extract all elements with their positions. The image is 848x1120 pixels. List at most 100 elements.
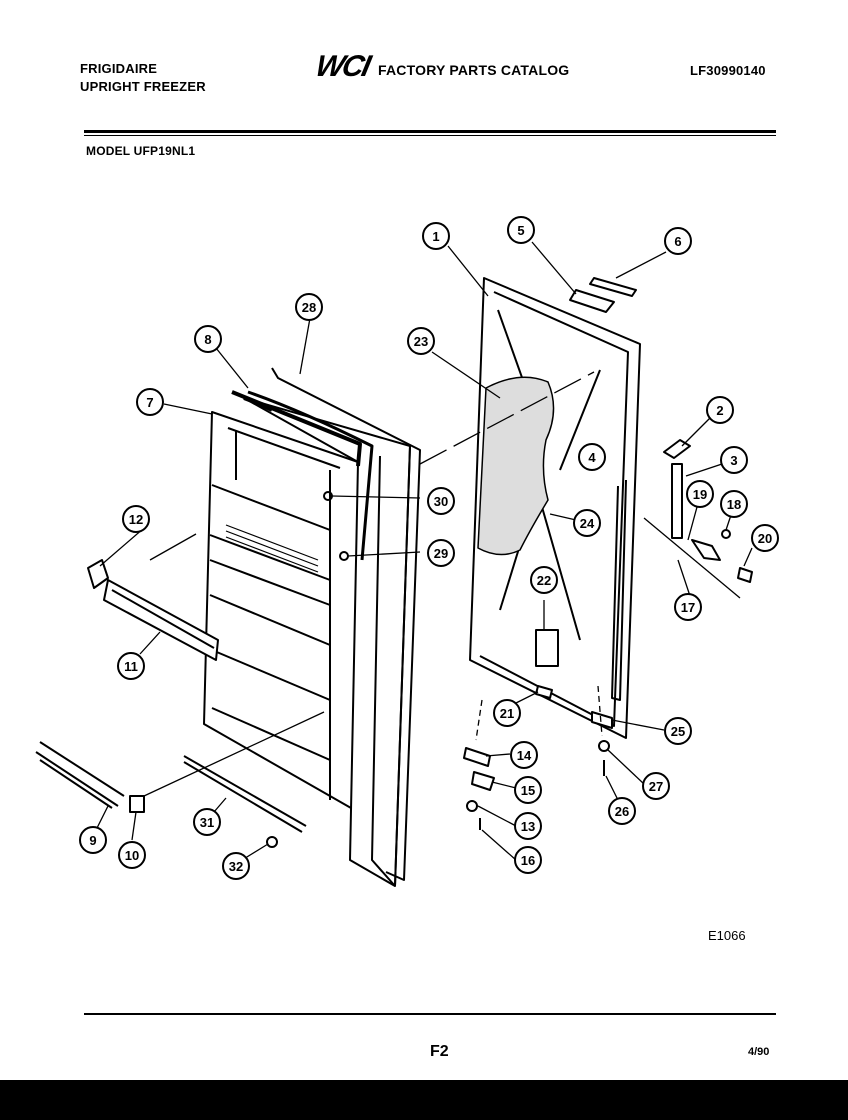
callout-31: 31 bbox=[193, 808, 221, 836]
screw-32-shape bbox=[266, 836, 278, 848]
callout-13: 13 bbox=[514, 812, 542, 840]
scan-border bbox=[0, 1080, 848, 1120]
svg-text:29: 29 bbox=[434, 546, 448, 561]
svg-text:28: 28 bbox=[302, 300, 316, 315]
svg-text:17: 17 bbox=[681, 600, 695, 615]
svg-text:16: 16 bbox=[521, 853, 535, 868]
callout-11: 11 bbox=[117, 652, 145, 680]
hinge-19-shape bbox=[691, 539, 721, 561]
hinge-pin-20-shape bbox=[737, 567, 753, 583]
rail-9-shape bbox=[35, 741, 125, 809]
svg-text:3: 3 bbox=[730, 453, 737, 468]
callout-18: 18 bbox=[720, 490, 748, 518]
callout-26: 26 bbox=[608, 797, 636, 825]
callout-2: 2 bbox=[706, 396, 734, 424]
callout-22: 22 bbox=[530, 566, 558, 594]
callout-20: 20 bbox=[751, 524, 779, 552]
svg-text:24: 24 bbox=[580, 516, 595, 531]
callout-8: 8 bbox=[194, 325, 222, 353]
hinge-14-shape bbox=[463, 747, 491, 767]
svg-text:20: 20 bbox=[758, 531, 772, 546]
svg-text:15: 15 bbox=[521, 783, 535, 798]
strip-6-shape bbox=[589, 277, 637, 297]
svg-text:32: 32 bbox=[229, 859, 243, 874]
product-type: UPRIGHT FREEZER bbox=[80, 79, 206, 94]
diagram-code: E1066 bbox=[708, 928, 746, 943]
door-frame-shape bbox=[271, 367, 421, 881]
svg-text:31: 31 bbox=[200, 815, 214, 830]
callout-bubbles: 1 2 3 4 5 6 7 8 9 10 11 12 13 14 15 16 1… bbox=[79, 216, 779, 880]
svg-text:13: 13 bbox=[521, 819, 535, 834]
catalog-number: LF30990140 bbox=[690, 63, 766, 78]
svg-text:11: 11 bbox=[124, 659, 138, 674]
svg-text:12: 12 bbox=[129, 512, 143, 527]
callout-24: 24 bbox=[573, 509, 601, 537]
callout-23: 23 bbox=[407, 327, 435, 355]
svg-text:26: 26 bbox=[615, 804, 629, 819]
svg-text:4: 4 bbox=[588, 450, 596, 465]
svg-text:1: 1 bbox=[432, 229, 439, 244]
leader-lines bbox=[95, 241, 753, 861]
svg-text:30: 30 bbox=[434, 494, 448, 509]
callout-17: 17 bbox=[674, 593, 702, 621]
clip-21-shape bbox=[535, 685, 553, 699]
callout-21: 21 bbox=[493, 699, 521, 727]
callout-25: 25 bbox=[664, 717, 692, 745]
door-liner-shape bbox=[203, 411, 359, 813]
washer-27-shape bbox=[598, 740, 610, 752]
svg-text:8: 8 bbox=[204, 332, 211, 347]
svg-text:7: 7 bbox=[146, 395, 153, 410]
callout-32: 32 bbox=[222, 852, 250, 880]
callout-4: 4 bbox=[578, 443, 606, 471]
callout-27: 27 bbox=[642, 772, 670, 800]
svg-text:18: 18 bbox=[727, 497, 741, 512]
brand-name: FRIGIDAIRE bbox=[80, 61, 158, 76]
header-rule-thin bbox=[84, 135, 776, 136]
svg-text:27: 27 bbox=[649, 779, 663, 794]
insulation-shape bbox=[477, 376, 555, 556]
svg-text:5: 5 bbox=[517, 223, 524, 238]
callout-3: 3 bbox=[720, 446, 748, 474]
svg-text:21: 21 bbox=[500, 706, 514, 721]
callout-28: 28 bbox=[295, 293, 323, 321]
bracket-15-shape bbox=[471, 771, 495, 791]
callout-5: 5 bbox=[507, 216, 535, 244]
callout-1: 1 bbox=[422, 222, 450, 250]
plate-5-shape bbox=[569, 289, 615, 313]
callout-15: 15 bbox=[514, 776, 542, 804]
washer-18-shape bbox=[721, 529, 731, 539]
svg-text:14: 14 bbox=[517, 748, 532, 763]
svg-text:9: 9 bbox=[89, 833, 96, 848]
callout-9: 9 bbox=[79, 826, 107, 854]
hinge-3-shape bbox=[671, 463, 683, 539]
catalog-title: FACTORY PARTS CATALOG bbox=[378, 62, 570, 78]
callout-29: 29 bbox=[427, 539, 455, 567]
callout-19: 19 bbox=[686, 480, 714, 508]
callout-16: 16 bbox=[514, 846, 542, 874]
callout-12: 12 bbox=[122, 505, 150, 533]
bracket-12-shape bbox=[87, 559, 109, 589]
svg-text:6: 6 bbox=[674, 234, 681, 249]
nut-13-shape bbox=[466, 800, 478, 812]
gasket-shape bbox=[231, 390, 362, 467]
svg-text:22: 22 bbox=[537, 573, 551, 588]
callout-14: 14 bbox=[510, 741, 538, 769]
shelf-rail-shape bbox=[103, 579, 219, 661]
catalog-date: 4/90 bbox=[748, 1046, 770, 1058]
svg-text:10: 10 bbox=[125, 848, 139, 863]
callout-30: 30 bbox=[427, 487, 455, 515]
svg-text:25: 25 bbox=[671, 724, 685, 739]
model-number: MODEL UFP19NL1 bbox=[86, 144, 196, 158]
header-rule bbox=[84, 130, 776, 133]
callout-10: 10 bbox=[118, 841, 146, 869]
svg-text:23: 23 bbox=[414, 334, 428, 349]
bracket-25-shape bbox=[591, 711, 613, 729]
clip-10-shape bbox=[129, 795, 145, 813]
door-panel-shape bbox=[243, 397, 411, 887]
callout-6: 6 bbox=[664, 227, 692, 255]
svg-text:2: 2 bbox=[716, 403, 723, 418]
page-number: F2 bbox=[430, 1043, 449, 1060]
footer-rule bbox=[84, 1013, 776, 1015]
svg-text:19: 19 bbox=[693, 487, 707, 502]
